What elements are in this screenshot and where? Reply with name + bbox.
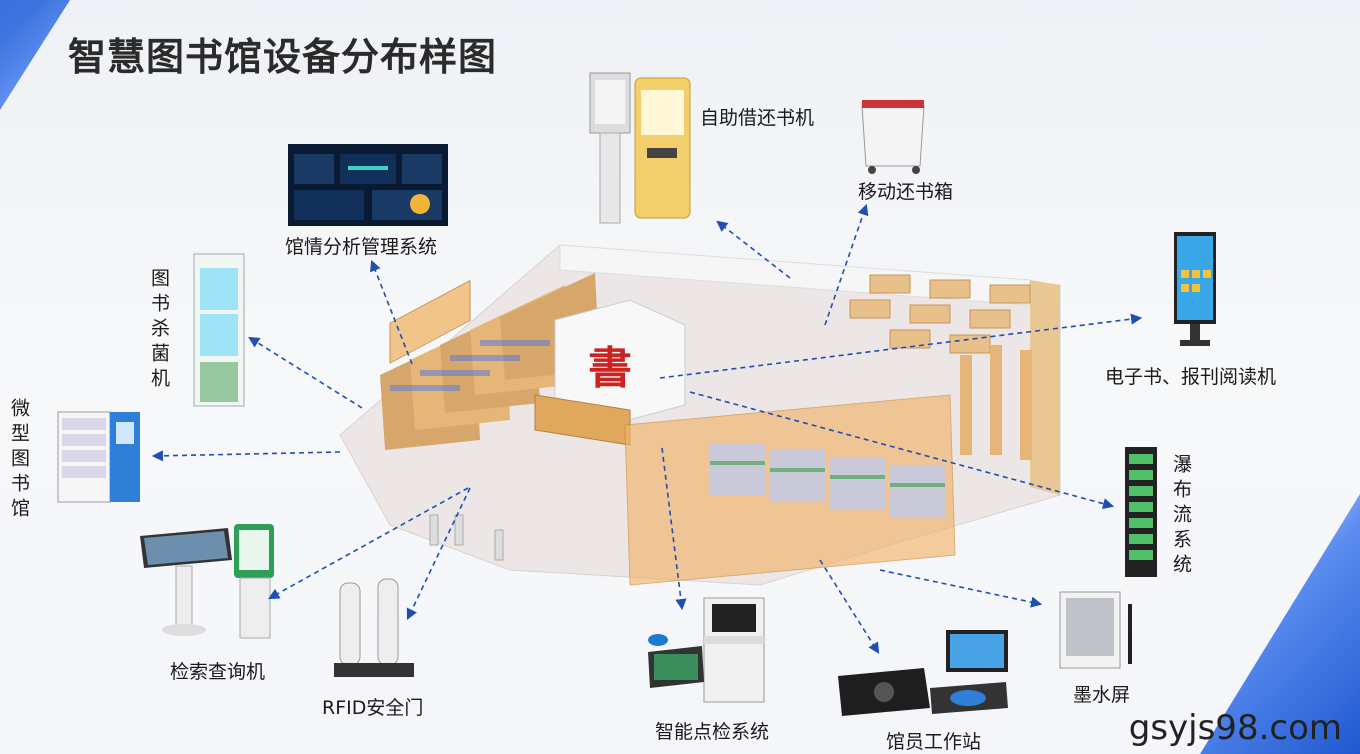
inventory-system-image bbox=[648, 597, 765, 703]
workstation-image bbox=[838, 630, 1008, 716]
label-rfid-gate: RFID安全门 bbox=[322, 697, 424, 719]
label-ebook-reader: 电子书、报刊阅读机 bbox=[1105, 366, 1277, 388]
eink-display-image bbox=[1059, 591, 1132, 669]
label-analysis: 馆情分析管理系统 bbox=[285, 236, 438, 258]
waterfall-screen-image bbox=[1125, 447, 1157, 577]
inquiry-kiosk-image bbox=[140, 524, 274, 639]
sterilizer-image bbox=[193, 253, 245, 407]
label-return-box: 移动还书箱 bbox=[858, 181, 954, 203]
label-inventory: 智能点检系统 bbox=[655, 721, 770, 743]
page-title: 智慧图书馆设备分布样图 bbox=[68, 35, 498, 79]
label-self-service: 自助借还书机 bbox=[700, 107, 815, 129]
ebook-reader-image bbox=[1174, 232, 1216, 346]
label-eink: 墨水屏 bbox=[1073, 684, 1131, 706]
micro-library-image bbox=[57, 411, 140, 503]
label-inquiry: 检索查询机 bbox=[170, 661, 266, 683]
svg-text:書: 書 bbox=[588, 343, 632, 394]
rfid-gate-image bbox=[334, 578, 414, 677]
label-micro-library: 微型图书馆 bbox=[8, 398, 30, 523]
label-waterfall: 瀑布流系统 bbox=[1170, 454, 1192, 579]
label-workstation: 馆员工作站 bbox=[886, 731, 982, 753]
return-box-image bbox=[861, 100, 925, 174]
label-sterilizer: 图书杀菌机 bbox=[148, 268, 170, 393]
library-floor-plan: 書 bbox=[339, 244, 1061, 586]
analysis-dashboard-image bbox=[288, 144, 448, 226]
self-service-kiosk-image bbox=[589, 72, 691, 224]
watermark: gsyjs98.com bbox=[1128, 708, 1342, 748]
